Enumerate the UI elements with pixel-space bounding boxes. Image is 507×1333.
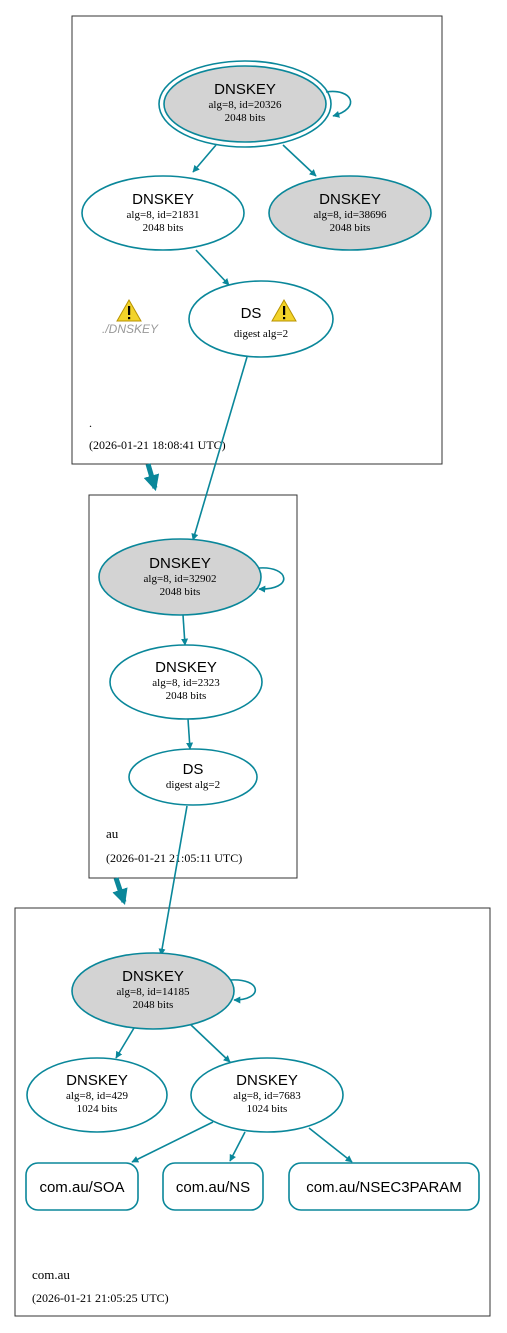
node-root-ksk-line1: alg=8, id=20326 [209, 99, 282, 111]
node-root-zsk1-title: DNSKEY [132, 191, 194, 208]
node-comau-ksk-line2: 2048 bits [133, 999, 174, 1011]
edge-comau-zsk2-ns [229, 1131, 246, 1162]
node-root-zsk2-line2: 2048 bits [330, 222, 371, 234]
warning-icon [116, 298, 142, 322]
node-root-zsk1-line2: 2048 bits [143, 222, 184, 234]
zone-root-name: . [89, 416, 92, 430]
node-root-ksk[interactable]: DNSKEY alg=8, id=20326 2048 bits [158, 60, 332, 148]
edge-au-zsk-ds [186, 718, 194, 750]
zone-au [88, 494, 298, 879]
node-comau-zsk2-line2: 1024 bits [247, 1103, 288, 1115]
node-comau-zsk2[interactable]: DNSKEY alg=8, id=7683 1024 bits [190, 1057, 344, 1133]
edge-comau-zsk2-soa [131, 1121, 214, 1163]
edge-root-ksk-zsk1 [192, 144, 217, 173]
node-root-ds-title: DS [241, 305, 262, 322]
zone-root [71, 15, 443, 465]
node-au-ds[interactable]: DS digest alg=2 [128, 748, 258, 806]
node-rrset-ns[interactable]: com.au/NS [162, 1162, 264, 1211]
node-au-ds-line1: digest alg=2 [166, 779, 220, 791]
node-root-ksk-line2: 2048 bits [225, 112, 266, 124]
root-warning-label: ./DNSKEY [102, 322, 159, 336]
delegation-arrow-root-au [143, 463, 160, 492]
node-comau-ksk-line1: alg=8, id=14185 [117, 986, 190, 998]
node-comau-ksk[interactable]: DNSKEY alg=8, id=14185 2048 bits [71, 952, 235, 1030]
node-rrset-soa-label: com.au/SOA [39, 1179, 124, 1196]
node-comau-zsk1-line1: alg=8, id=429 [66, 1090, 128, 1102]
node-au-ksk-line2: 2048 bits [160, 586, 201, 598]
node-au-zsk-line2: 2048 bits [166, 690, 207, 702]
node-au-zsk[interactable]: DNSKEY alg=8, id=2323 2048 bits [109, 644, 263, 720]
node-au-ksk-title: DNSKEY [149, 555, 211, 572]
node-au-zsk-line1: alg=8, id=2323 [152, 677, 220, 689]
edge-root-ksk-zsk2 [282, 144, 317, 177]
node-comau-zsk2-line1: alg=8, id=7683 [233, 1090, 301, 1102]
node-au-ksk[interactable]: DNSKEY alg=8, id=32902 2048 bits [98, 538, 262, 616]
root-dnskey-warning[interactable]: ./DNSKEY [102, 298, 159, 336]
delegation-arrow-au-comau [112, 877, 128, 906]
zone-au-name: au [106, 826, 119, 841]
node-rrset-nsec3param-label: com.au/NSEC3PARAM [306, 1179, 462, 1196]
warning-icon [271, 298, 297, 322]
edge-comau-ksk-zsk2 [189, 1023, 231, 1063]
edge-au-ksk-zsk [181, 614, 189, 646]
node-comau-ksk-title: DNSKEY [122, 968, 184, 985]
edge-comau-ksk-zsk1 [115, 1027, 135, 1059]
node-au-ds-title: DS [183, 761, 204, 778]
node-comau-zsk1[interactable]: DNSKEY alg=8, id=429 1024 bits [26, 1057, 168, 1133]
node-rrset-soa[interactable]: com.au/SOA [25, 1162, 139, 1211]
edge-au-ds-comau-ksk [158, 805, 188, 956]
node-au-ksk-line1: alg=8, id=32902 [144, 573, 217, 585]
zone-au-timestamp: (2026-01-21 21:05:11 UTC) [106, 851, 242, 865]
node-root-ds[interactable]: DS digest alg=2 [188, 280, 334, 358]
edge-au-ksk-self [258, 567, 285, 593]
node-rrset-nsec3param[interactable]: com.au/NSEC3PARAM [288, 1162, 480, 1211]
node-root-zsk1[interactable]: DNSKEY alg=8, id=21831 2048 bits [81, 175, 245, 251]
edge-root-ksk-self [325, 90, 352, 118]
node-au-zsk-title: DNSKEY [155, 659, 217, 676]
edge-comau-zsk2-nsec3 [308, 1127, 353, 1163]
node-root-zsk2-line1: alg=8, id=38696 [314, 209, 387, 221]
node-rrset-ns-label: com.au/NS [176, 1179, 250, 1196]
zone-comau-timestamp: (2026-01-21 21:05:25 UTC) [32, 1291, 169, 1305]
node-comau-zsk2-title: DNSKEY [236, 1072, 298, 1089]
node-root-zsk2-title: DNSKEY [319, 191, 381, 208]
node-root-ksk-title: DNSKEY [214, 81, 276, 98]
zone-comau-name: com.au [32, 1267, 70, 1282]
node-comau-zsk1-title: DNSKEY [66, 1072, 128, 1089]
edge-root-ds-au-ksk [191, 356, 248, 541]
zone-comau [14, 907, 491, 1317]
node-root-zsk2[interactable]: DNSKEY alg=8, id=38696 2048 bits [268, 175, 432, 251]
node-comau-zsk1-line2: 1024 bits [77, 1103, 118, 1115]
zone-root-timestamp: (2026-01-21 18:08:41 UTC) [89, 438, 226, 452]
node-root-zsk1-line1: alg=8, id=21831 [127, 209, 200, 221]
edge-root-zsk1-ds [195, 249, 230, 286]
node-root-ds-line1: digest alg=2 [234, 328, 288, 340]
edge-comau-ksk-self [229, 979, 257, 1004]
